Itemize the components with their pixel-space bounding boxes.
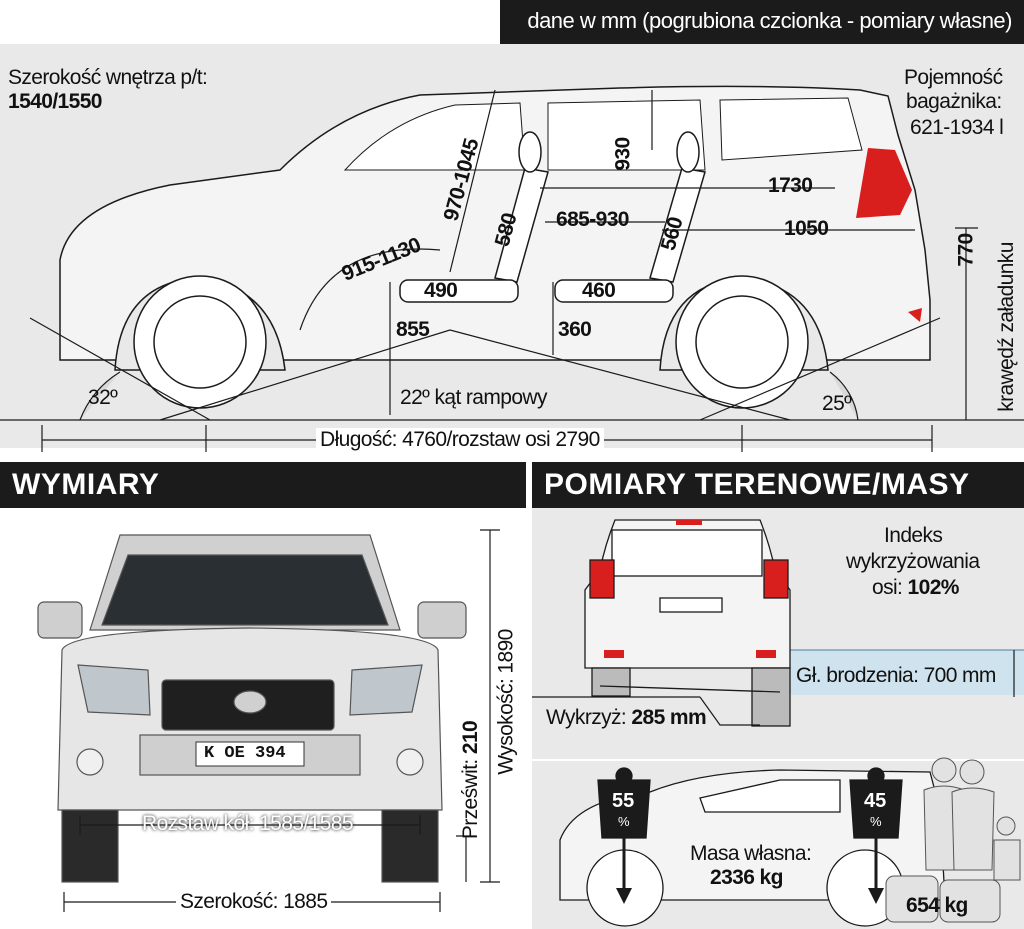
overall-width-label: Szerokość: 1885 (176, 890, 332, 914)
rear-axle-weight-pct: 45 (864, 790, 887, 812)
payload-value: 654 kg (906, 894, 968, 917)
trunk-label-2: bagażnika: (906, 90, 1002, 113)
articulation-index-label-1: Indeks (884, 524, 943, 547)
front-view-car-illustration (37, 529, 500, 912)
departure-angle: 25º (822, 392, 852, 415)
front-axle-weight-pct: 55 (612, 790, 635, 812)
dim-685-930: 685-930 (556, 208, 629, 231)
dim-855: 855 (396, 318, 430, 341)
articulation-index-row: osi: 102% (872, 576, 959, 600)
curb-weight-label: Masa własna: (690, 842, 812, 865)
articulation-row: Wykrzyż: 285 mm (546, 706, 707, 730)
section-title-dimensions: WYMIARY (0, 462, 526, 508)
dim-770: 770 (954, 233, 978, 267)
dim-1730: 1730 (768, 174, 813, 197)
front-axle-pct-sign: % (618, 814, 630, 829)
dim-490: 490 (424, 279, 458, 302)
header-note: dane w mm (pogrubiona czcionka - pomiary… (527, 8, 1012, 33)
articulation-index-label-3: osi: (872, 576, 903, 599)
header-bar: dane w mm (pogrubiona czcionka - pomiary… (500, 0, 1024, 44)
interior-width-label: Szerokość wnętrza p/t: (8, 66, 208, 89)
dim-1050: 1050 (784, 217, 829, 240)
track-width-label: Rozstaw kół: 1585/1585 (142, 812, 354, 835)
interior-width-value: 1540/1550 (8, 90, 102, 113)
section-title-offroad-text: POMIARY TERENOWE/MASY (544, 468, 970, 501)
trunk-value: 621-1934 l (910, 116, 1004, 139)
section-title-dimensions-text: WYMIARY (12, 468, 160, 501)
wading-depth-label: Gł. brodzenia: 700 mm (796, 664, 996, 687)
section-title-offroad: POMIARY TERENOWE/MASY (532, 462, 1024, 508)
articulation-index-label-2: wykrzyżowania (846, 550, 980, 573)
rear-light (856, 148, 912, 218)
license-plate: K OE 394 (204, 744, 286, 763)
curb-weight-value: 2336 kg (710, 866, 783, 889)
clearance-label-text: Prześwit: (459, 759, 483, 840)
articulation-value: 285 mm (631, 706, 707, 729)
dim-930: 930 (611, 137, 635, 171)
clearance-value: 210 (459, 720, 483, 755)
height-label: Wysokość: 1890 (494, 625, 519, 779)
clearance-label: Prześwit: 210 (459, 721, 483, 839)
rear-axle-pct-sign: % (870, 814, 882, 829)
dim-460: 460 (582, 279, 616, 302)
offroad-illustration (532, 519, 1024, 927)
approach-angle: 32º (88, 386, 118, 409)
length-label: Długość: 4760/rozstaw osi 2790 (316, 428, 604, 452)
trunk-label-1: Pojemność (904, 66, 1003, 89)
articulation-label: Wykrzyż: (546, 706, 627, 729)
ramp-angle: 22º kąt rampowy (400, 386, 548, 409)
dim-360: 360 (558, 318, 592, 341)
load-edge-label: krawędź załadunku (994, 242, 1018, 412)
articulation-index-value: 102% (907, 576, 960, 599)
side-view-car-illustration (0, 85, 1024, 452)
